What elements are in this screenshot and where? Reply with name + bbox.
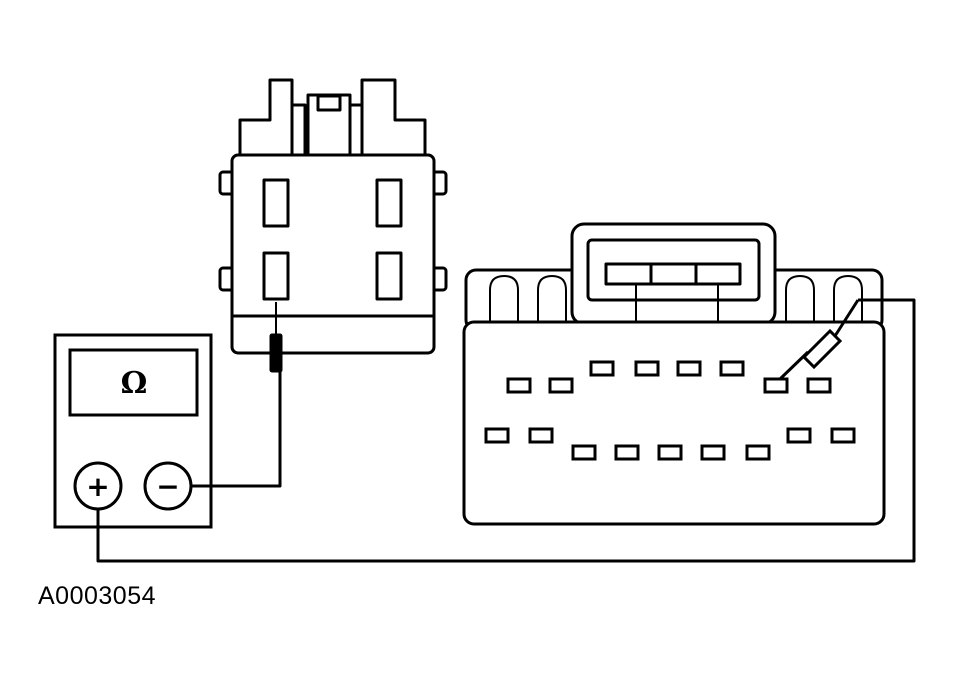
- large-connector-pins: [484, 360, 856, 461]
- probe-large-connector: [778, 299, 860, 381]
- back-probe-small-connector: [269, 302, 283, 373]
- large-connector: [462, 222, 886, 526]
- positive-lead: [96, 298, 916, 563]
- small-connector: [218, 78, 448, 355]
- ohmmeter-display: [68, 348, 199, 417]
- negative-symbol: −: [156, 470, 179, 503]
- ohmmeter: Ω + −: [53, 333, 213, 529]
- figure-id: A0003054: [38, 582, 157, 610]
- ohm-symbol: Ω: [121, 366, 148, 401]
- positive-symbol: +: [86, 470, 109, 503]
- negative-lead: [191, 372, 282, 488]
- test-leads: [96, 298, 916, 563]
